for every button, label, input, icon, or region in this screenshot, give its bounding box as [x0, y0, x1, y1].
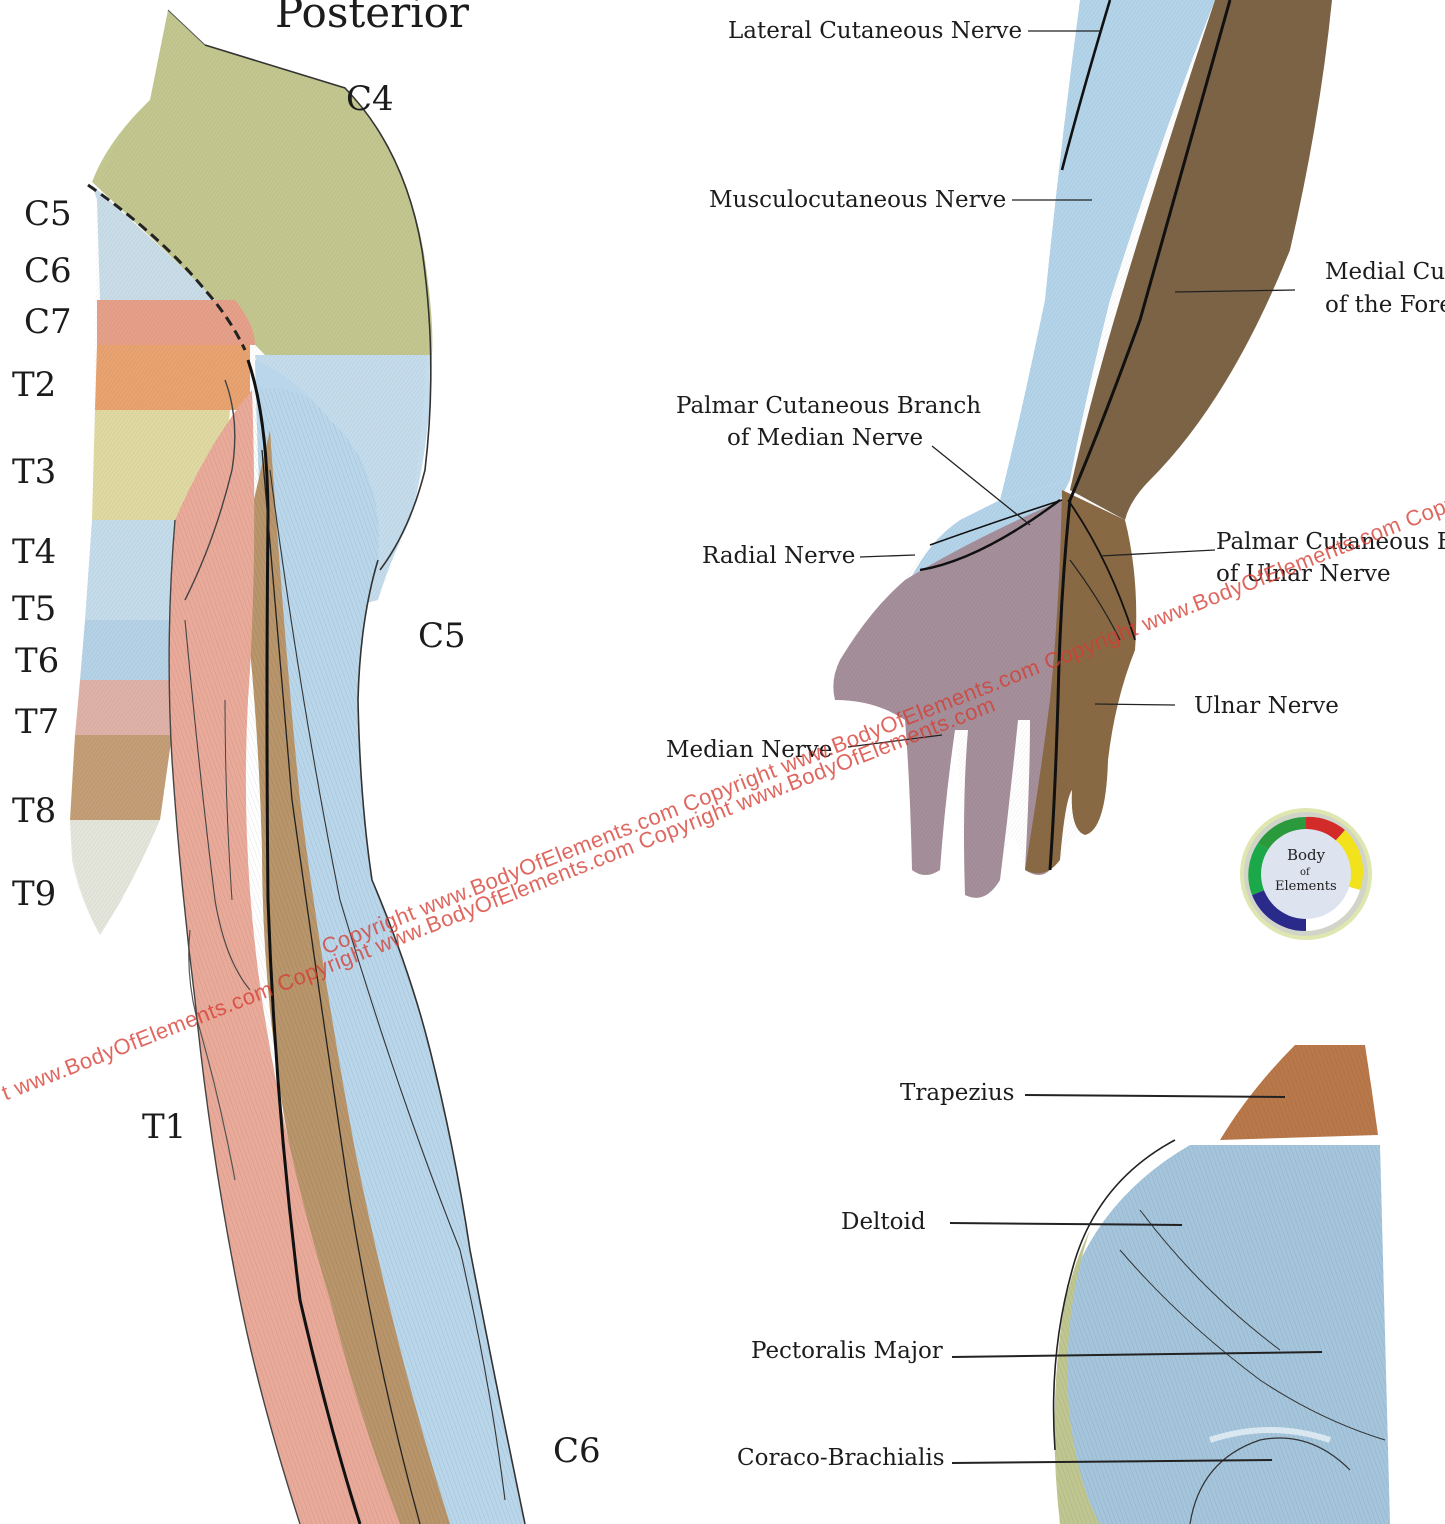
segment-label-t4: T4 — [12, 532, 57, 572]
segment-label-t2: T2 — [12, 365, 57, 405]
dermatome-boundary-dashed — [87, 183, 247, 351]
arm-label-c4: C4 — [346, 79, 394, 119]
forearm-hand — [833, 0, 1332, 898]
segment-label-t3: T3 — [12, 452, 57, 492]
leader-lines — [847, 30, 1323, 1464]
label-pectoralis-major: Pectoralis Major — [751, 1338, 943, 1364]
segment-label-t9: T9 — [12, 874, 57, 914]
label-palmar-ulnar-line2: of Ulnar Nerve — [1216, 561, 1391, 587]
arm-label-t1: T1 — [142, 1107, 187, 1147]
view-title: Posterior — [275, 0, 470, 37]
logo-text-body: Body — [1287, 846, 1326, 864]
segment-label-t6: T6 — [15, 641, 60, 681]
arm-label-c6: C6 — [553, 1431, 601, 1471]
segment-label-t8: T8 — [12, 791, 57, 831]
label-trapezius: Trapezius — [900, 1080, 1015, 1106]
label-radial-nerve: Radial Nerve — [702, 543, 856, 569]
label-musculocutaneous-nerve: Musculocutaneous Nerve — [709, 187, 1007, 213]
cutaneous-nerve-line — [246, 359, 362, 1524]
segment-label-c5: C5 — [24, 194, 72, 234]
logo-text-of: of — [1300, 867, 1310, 878]
label-palmar-ulnar-line1: Palmar Cutaneous B — [1216, 529, 1445, 555]
body-of-elements-logo — [1240, 808, 1372, 940]
posterior-arm — [168, 359, 526, 1524]
arm-label-c5: C5 — [418, 616, 466, 656]
shoulder-muscles — [1052, 1045, 1390, 1524]
segment-label-t5: T5 — [12, 589, 57, 629]
label-ulnar-nerve: Ulnar Nerve — [1194, 693, 1339, 719]
label-median-nerve: Median Nerve — [666, 737, 833, 763]
label-coraco-brachialis: Coraco-Brachialis — [737, 1445, 945, 1471]
logo-text-elements: Elements — [1275, 879, 1337, 894]
segment-label-t7: T7 — [15, 702, 60, 742]
label-medial-cutaneous-line2: of the Fore — [1325, 292, 1445, 318]
label-lateral-cutaneous-nerve: Lateral Cutaneous Nerve — [728, 18, 1023, 44]
segment-label-c7: C7 — [24, 302, 72, 342]
label-deltoid: Deltoid — [841, 1209, 926, 1235]
label-palmar-median-line2: of Median Nerve — [727, 425, 924, 451]
label-medial-cutaneous-line1: Medial Cu — [1325, 259, 1445, 285]
segment-label-c6: C6 — [24, 251, 72, 291]
label-palmar-median-line1: Palmar Cutaneous Branch — [676, 393, 982, 419]
